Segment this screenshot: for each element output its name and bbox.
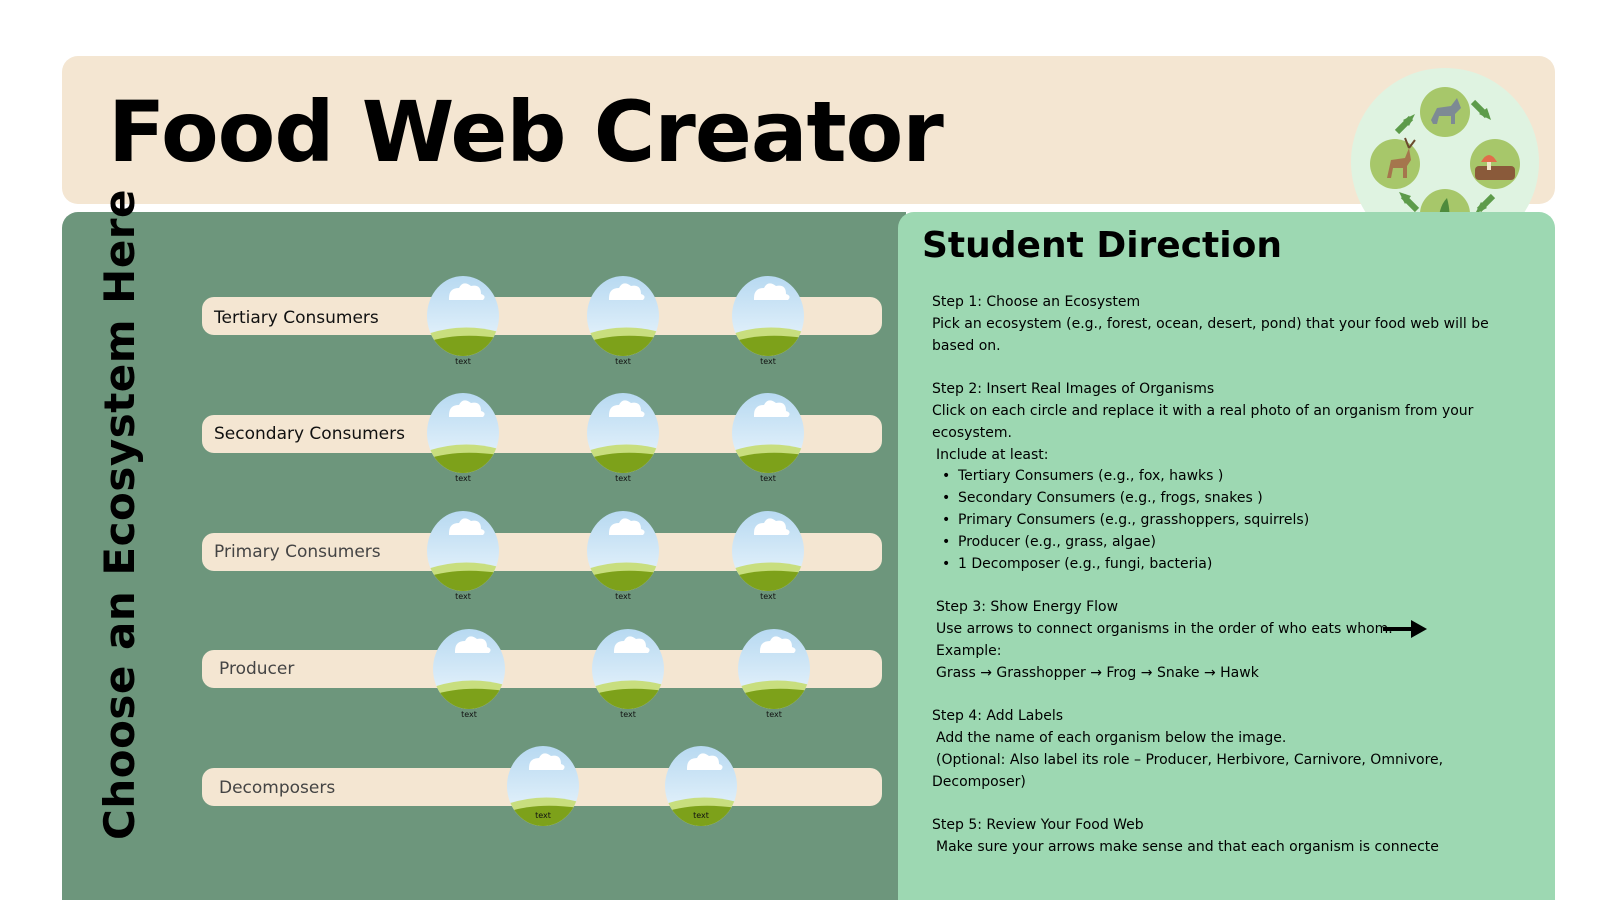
- landscape-placeholder-icon: [427, 276, 499, 356]
- landscape-placeholder-icon: [587, 276, 659, 356]
- landscape-placeholder-icon: [427, 511, 499, 591]
- organism-label[interactable]: text: [455, 592, 471, 601]
- organism-label[interactable]: text: [455, 357, 471, 366]
- organism-label[interactable]: text: [615, 592, 631, 601]
- step2-line: Include at least:: [936, 446, 1049, 463]
- step3-example: Grass → Grasshopper → Frog → Snake → Haw…: [936, 664, 1259, 681]
- organism-label[interactable]: text: [535, 811, 551, 820]
- primary-consumers-label: Primary Consumers: [214, 542, 381, 562]
- list-item: Primary Consumers (e.g., grasshoppers, s…: [942, 510, 1532, 532]
- step3-line: Example:: [936, 642, 1002, 659]
- step4-line: Decomposer): [932, 773, 1026, 790]
- producer-organism-slot[interactable]: text: [738, 629, 810, 719]
- step5-line: Make sure your arrows make sense and tha…: [936, 838, 1439, 855]
- organism-label[interactable]: text: [455, 474, 471, 483]
- organism-label[interactable]: text: [615, 474, 631, 483]
- secondary-organism-slot[interactable]: text: [732, 393, 804, 483]
- tertiary-consumers-label: Tertiary Consumers: [214, 308, 379, 328]
- tertiary-organism-slot[interactable]: text: [732, 276, 804, 366]
- organism-label[interactable]: text: [693, 811, 709, 820]
- list-item: Producer (e.g., grass, algae): [942, 532, 1532, 554]
- ecosystem-title[interactable]: Choose an Ecosystem Here: [95, 188, 144, 840]
- primary-organism-slot[interactable]: text: [427, 511, 499, 601]
- organism-label[interactable]: text: [766, 710, 782, 719]
- step4-line: (Optional: Also label its role – Produce…: [936, 751, 1444, 768]
- organism-label[interactable]: text: [461, 710, 477, 719]
- organism-list: Tertiary Consumers (e.g., fox, hawks ) S…: [932, 466, 1532, 575]
- step2-line: Click on each circle and replace it with…: [932, 402, 1474, 419]
- organism-label[interactable]: text: [620, 710, 636, 719]
- organism-label[interactable]: text: [760, 592, 776, 601]
- step1-line: Pick an ecosystem (e.g., forest, ocean, …: [932, 315, 1489, 332]
- decomposer-organism-slot[interactable]: text: [665, 746, 737, 830]
- list-item: 1 Decomposer (e.g., fungi, bacteria): [942, 554, 1532, 576]
- landscape-placeholder-icon: [592, 629, 664, 709]
- primary-organism-slot[interactable]: text: [587, 511, 659, 601]
- landscape-placeholder-icon: [732, 276, 804, 356]
- producer-organism-slot[interactable]: text: [592, 629, 664, 719]
- step1-line: based on.: [932, 337, 1001, 354]
- list-item: Tertiary Consumers (e.g., fox, hawks ): [942, 466, 1532, 488]
- step1-title: Step 1: Choose an Ecosystem: [932, 294, 1141, 310]
- decomposer-organism-slot[interactable]: text: [507, 746, 579, 830]
- primary-organism-slot[interactable]: text: [732, 511, 804, 601]
- landscape-placeholder-icon: [732, 511, 804, 591]
- right-arrow-icon[interactable]: [1383, 618, 1429, 644]
- secondary-organism-slot[interactable]: text: [427, 393, 499, 483]
- organism-label[interactable]: text: [615, 357, 631, 366]
- landscape-placeholder-icon: [507, 746, 579, 826]
- step2-line: ecosystem.: [932, 424, 1012, 441]
- landscape-placeholder-icon: [587, 511, 659, 591]
- landscape-placeholder-icon: [587, 393, 659, 473]
- landscape-placeholder-icon: [427, 393, 499, 473]
- food-cycle-logo-icon: [1351, 68, 1539, 256]
- step3-title: Step 3: Show Energy Flow: [936, 599, 1119, 616]
- landscape-placeholder-icon: [433, 629, 505, 709]
- secondary-organism-slot[interactable]: text: [587, 393, 659, 483]
- producer-organism-slot[interactable]: text: [433, 629, 505, 719]
- tertiary-organism-slot[interactable]: text: [427, 276, 499, 366]
- directions-title: Student Direction: [922, 225, 1282, 266]
- secondary-consumers-label: Secondary Consumers: [214, 424, 405, 444]
- landscape-placeholder-icon: [738, 629, 810, 709]
- step5-title: Step 5: Review Your Food Web: [932, 817, 1144, 834]
- list-item: Secondary Consumers (e.g., frogs, snakes…: [942, 488, 1532, 510]
- decomposers-label: Decomposers: [219, 778, 336, 798]
- landscape-placeholder-icon: [665, 746, 737, 826]
- page-title: Food Web Creator: [108, 83, 944, 181]
- landscape-placeholder-icon: [732, 393, 804, 473]
- step3-line: Use arrows to connect organisms in the o…: [936, 620, 1393, 637]
- directions-text: Step 1: Choose an Ecosystem Pick an ecos…: [932, 292, 1532, 859]
- step2-title: Step 2: Insert Real Images of Organisms: [932, 381, 1215, 398]
- header-banner: [62, 56, 1555, 204]
- organism-label[interactable]: text: [760, 357, 776, 366]
- step4-line: Add the name of each organism below the …: [936, 729, 1287, 746]
- tertiary-organism-slot[interactable]: text: [587, 276, 659, 366]
- producer-label: Producer: [219, 659, 295, 679]
- step4-title: Step 4: Add Labels: [932, 708, 1064, 725]
- organism-label[interactable]: text: [760, 474, 776, 483]
